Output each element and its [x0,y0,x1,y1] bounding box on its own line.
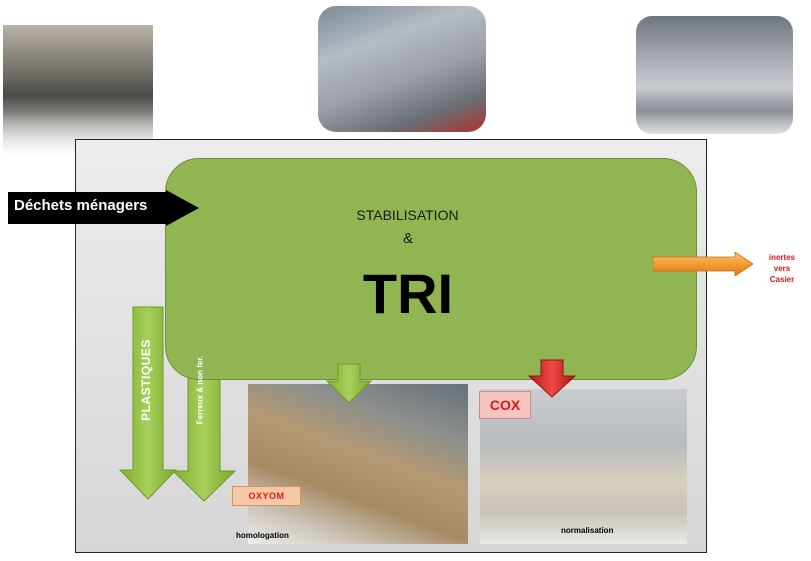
waste-pile-photo [3,25,153,153]
ferreux-label: Ferreux & non fer. [195,355,205,425]
dechets-menagers-label: Déchets ménagers [14,197,148,214]
sand-conveyor-photo [248,384,468,544]
sorting-machine-photo [318,6,486,132]
oxyom-down-arrow [325,363,373,404]
stabilisation-tri-box [165,158,697,380]
inertes-line: inertes [768,253,796,262]
cox-badge: COX [479,391,531,419]
oxyom-badge: OXYOM [232,486,301,506]
plastiques-arrow [118,306,178,500]
vers-line: vers [773,264,791,273]
ampersand-label: & [402,230,413,247]
output-arrow [653,252,753,276]
plastiques-label: PLASTIQUES [139,339,153,421]
input-arrow [8,190,199,226]
cox-down-arrow [527,359,577,398]
inertes-casier-label: inertes vers Casier [756,252,808,285]
tri-label: TRI [362,262,454,325]
stabilisation-label: STABILISATION [356,207,459,223]
normalisation-label: normalisation [561,526,614,535]
ferreux-label-wrap: Ferreux & non fer. [189,330,211,450]
casier-line: Casier [769,275,795,284]
conveyor-photo [636,16,793,134]
plastiques-label-wrap: PLASTIQUES [133,320,159,440]
homologation-label: homologation [236,531,289,540]
